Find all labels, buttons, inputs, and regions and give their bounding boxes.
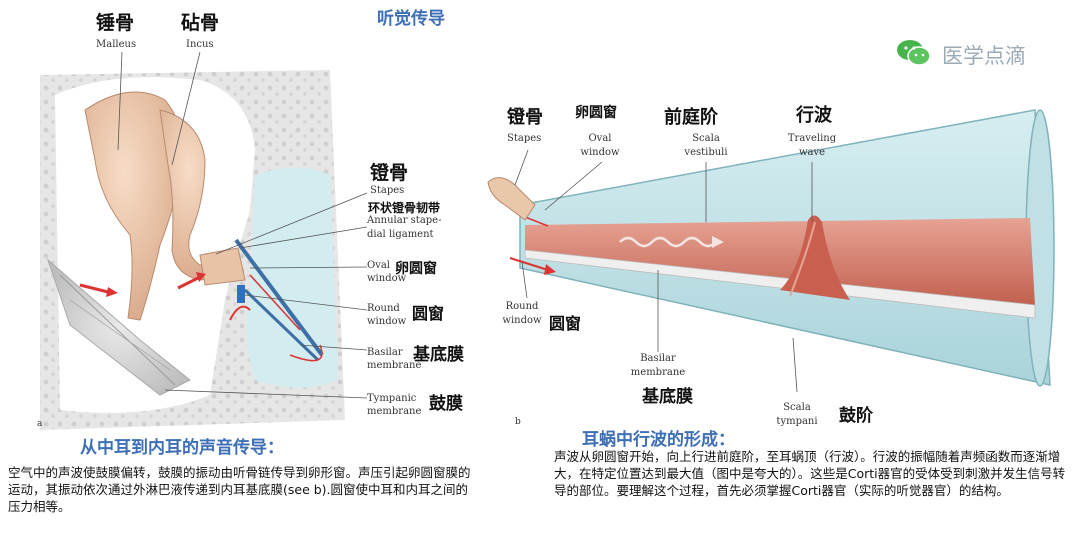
round-en-label-1: Round: [367, 302, 400, 315]
round-b-en-label-1: Round: [497, 300, 547, 313]
scala-vestibuli-cn-label: 前庭阶: [664, 103, 718, 129]
basilar-cn-label: 基底膜: [413, 340, 464, 365]
annular-en-label-2: dial ligament: [367, 228, 434, 241]
traveling-wave-en-label-1: Traveling: [782, 132, 842, 145]
tympanic-en-label-2: membrane: [367, 405, 421, 418]
round-en-label-2: window: [367, 315, 406, 328]
tympanic-en-label-1: Tympanic: [367, 392, 416, 405]
malleus-en-label: Malleus: [96, 38, 136, 51]
oval-b-cn-label: 卵圆窗: [575, 102, 617, 122]
malleus-cn-label: 锤骨: [96, 8, 134, 35]
basilar-en-label-1: Basilar: [367, 346, 403, 359]
wechat-icon: [896, 38, 932, 68]
stapes-en-label: Stapes: [370, 184, 404, 197]
stapes-cn-label: 镫骨: [370, 158, 408, 185]
oval-en-label-1: Oval: [367, 259, 390, 272]
middle-ear-illustration: [40, 70, 345, 430]
tympanic-cn-label: 鼓膜: [429, 389, 463, 414]
scala-tympani-en-label-1: Scala: [770, 401, 824, 414]
panel-a-letter: a: [37, 418, 42, 431]
round-b-en-label-2: window: [497, 314, 547, 327]
oval-b-en-label-1: Oval: [576, 132, 624, 145]
annular-en-label-1: Annular stape-: [367, 214, 441, 227]
panel-b-letter: b: [515, 416, 521, 429]
right-paragraph: 声波从卵圆窗开始，向上行进前庭阶，至耳蜗顶（行波）。行波的振幅随着声频函数而逐渐…: [554, 448, 1076, 499]
round-b-cn-label: 圆窗: [549, 310, 581, 334]
basilar-b-en-label-1: Basilar: [628, 352, 688, 365]
right-heading: 耳蜗中行波的形成：: [582, 425, 735, 450]
traveling-wave-en-label-2: wave: [782, 146, 842, 159]
left-heading: 从中耳到内耳的声音传导：: [80, 433, 284, 458]
oval-b-en-label-2: window: [576, 146, 624, 159]
basilar-b-cn-label: 基底膜: [642, 382, 693, 407]
incus-cn-label: 砧骨: [181, 8, 219, 35]
incus-en-label: Incus: [186, 38, 214, 51]
scala-vestibuli-en-label-1: Scala: [676, 132, 736, 145]
traveling-wave-cn-label: 行波: [796, 101, 832, 127]
oval-cn-label: 卵圆窗: [395, 258, 437, 278]
scala-tympani-en-label-2: tympani: [770, 415, 824, 428]
stapes-b-en-label: Stapes: [507, 132, 541, 145]
stapes-b-cn-label: 镫骨: [507, 103, 543, 129]
page-title: 听觉传导: [377, 4, 445, 29]
basilar-b-en-label-2: membrane: [628, 366, 688, 379]
cochlea-illustration: [488, 110, 1054, 386]
round-cn-label: 圆窗: [412, 300, 444, 324]
brand-name: 医学点滴: [942, 40, 1026, 70]
scala-vestibuli-en-label-2: vestibuli: [676, 146, 736, 159]
left-paragraph: 空气中的声波使鼓膜偏转，鼓膜的振动由听骨链传导到卵形窗。声压引起卵圆窗膜的运动，…: [8, 464, 478, 515]
scala-tympani-cn-label: 鼓阶: [839, 401, 873, 426]
